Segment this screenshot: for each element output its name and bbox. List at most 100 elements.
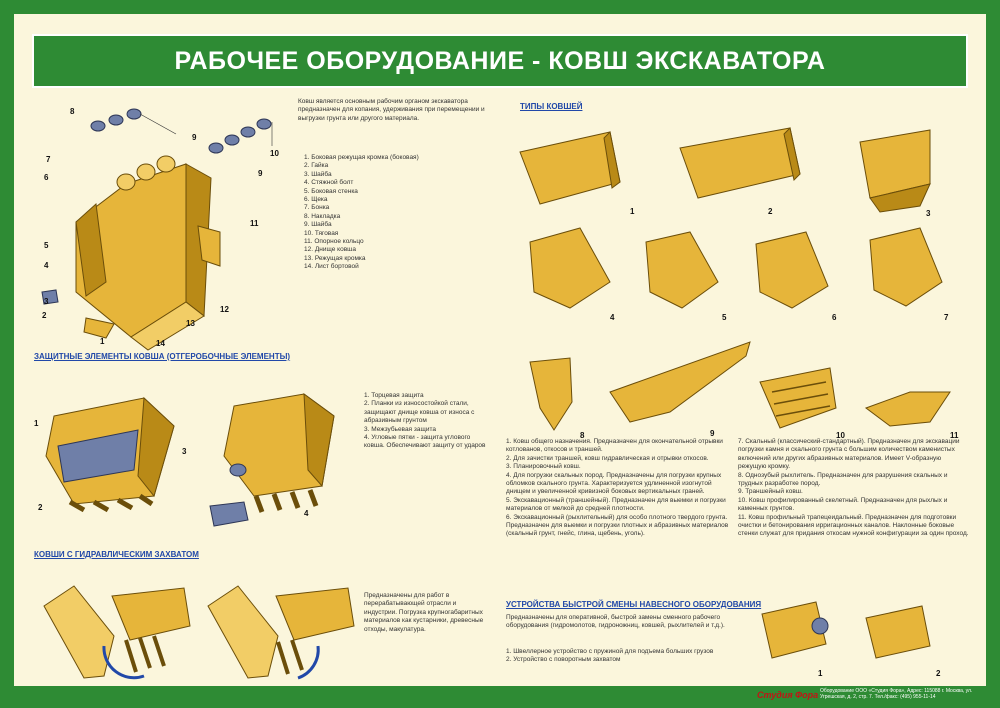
protect-list-item: 4. Угловые пятки - защита углового ковша… <box>364 434 486 450</box>
types-description-item: 8. Однозубый рыхлитель. Предназначен для… <box>738 471 948 488</box>
quick-heading: Устройства быстрой смены навесного обору… <box>506 600 762 609</box>
callout-4: 4 <box>44 261 49 270</box>
bucket-type-label-5: 5 <box>722 313 727 322</box>
bucket-type-label-10: 10 <box>836 431 845 440</box>
bucket-teeth-small <box>41 289 115 339</box>
bucket-type-11 <box>864 391 951 427</box>
footer-note: Оборудование ООО «Студия Фора», Адрес: 1… <box>820 688 973 700</box>
types-description-left: 1. Ковш общего назначения. Предназначен … <box>506 438 731 539</box>
parts-list-item: 5. Боковая стенка <box>304 187 358 195</box>
parts-list-item: 3. Шайба <box>304 170 332 178</box>
hydraulic-grab-illustration-1 <box>43 585 191 680</box>
bucket-type-1 <box>519 130 621 205</box>
types-description-item: 3. Планировочный ковш. <box>506 463 581 471</box>
callout-9b: 9 <box>258 169 263 178</box>
bucket-type-label-1: 1 <box>630 207 635 216</box>
pin-washers <box>90 108 273 154</box>
types-description-item: 1. Ковш общего назначения. Предназначен … <box>506 438 723 454</box>
bucket-type-8 <box>529 357 573 431</box>
page-title: РАБОЧЕЕ ОБОРУДОВАНИЕ - КОВШ ЭКСКАВАТОРА <box>174 46 826 75</box>
types-description-item: 7. Скальный (классический-стандартный). … <box>738 438 960 471</box>
quick-coupler-illustrations: 1 2 <box>761 601 941 678</box>
bucket-type-label-8: 8 <box>580 431 585 440</box>
parts-list-item: 6. Щека <box>304 196 328 204</box>
parts-list-item: 4. Стяжной болт <box>304 179 354 187</box>
title-bar: РАБОЧЕЕ ОБОРУДОВАНИЕ - КОВШ ЭКСКАВАТОРА <box>32 34 968 88</box>
bucket-type-label-4: 4 <box>610 313 615 322</box>
callout-13: 13 <box>186 319 195 328</box>
bucket-type-label-2: 2 <box>768 207 773 216</box>
callout-14: 14 <box>156 339 165 348</box>
bucket-type-label-11: 11 <box>950 431 959 440</box>
callout-5: 5 <box>44 241 49 250</box>
protect-list-item: 3. Межзубьевая защита <box>364 425 436 433</box>
protect-callout-3: 3 <box>182 447 187 456</box>
callout-8: 8 <box>70 107 75 116</box>
parts-list: 1. Боковая режущая кромка (боковая) 2. Г… <box>304 154 484 272</box>
parts-list-item: 1. Боковая режущая кромка (боковая) <box>304 154 419 161</box>
bucket-type-9 <box>609 341 751 423</box>
types-heading: Типы ковшей <box>520 102 583 111</box>
protect-callout-1: 1 <box>34 419 39 428</box>
bucket-type-2 <box>679 126 801 199</box>
bucket-body <box>75 155 221 351</box>
protect-bucket-illustration-1: 1 3 2 <box>34 396 187 513</box>
types-description-right: 7. Скальный (классический-стандартный). … <box>738 438 970 539</box>
callout-6: 6 <box>44 173 49 182</box>
quick-text: Предназначены для оперативной, быстрой з… <box>506 614 725 630</box>
hydraulic-grab-illustration-2 <box>207 585 355 680</box>
callout-2: 2 <box>42 311 47 320</box>
callout-7: 7 <box>46 155 51 164</box>
quick-callout-1: 1 <box>818 669 823 678</box>
callout-3: 3 <box>44 297 49 306</box>
types-description-item: 4. Для погрузки скальных пород. Предназн… <box>506 471 722 496</box>
protect-heading: Защитные элементы ковша (отгеробочные эл… <box>34 352 291 361</box>
callout-12: 12 <box>220 305 229 314</box>
bucket-exploded-view: 8 9 10 9 7 6 11 5 4 12 3 2 13 1 14 <box>41 107 279 351</box>
quick-callout-2: 2 <box>936 669 941 678</box>
quick-list-item: 2. Устройство с поворотным захватом <box>506 656 621 664</box>
footer: Студия Фора Оборудование ООО «Студия Фор… <box>0 686 1000 708</box>
protect-list-item: 1. Торцевая защита <box>364 392 424 399</box>
callout-1: 1 <box>100 337 105 346</box>
footer-brand: Студия Фора <box>757 690 819 700</box>
hydraulic-text: Предназначены для работ в перерабатывающ… <box>364 592 484 633</box>
types-description-item: 9. Траншейный ковш. <box>738 488 803 496</box>
types-description-item: 5. Экскавационный (траншейный). Предназн… <box>506 496 726 513</box>
bucket-type-3 <box>859 129 931 213</box>
parts-list-item: 10. Тяговая <box>304 229 339 237</box>
quick-list-item: 1. Швеллерное устройство с пружиной для … <box>506 648 714 655</box>
protect-list-item: 2. Планки из износостойкой стали, защища… <box>364 400 475 425</box>
protect-callout-4: 4 <box>304 509 309 518</box>
bucket-type-label-3: 3 <box>926 209 931 218</box>
parts-list-item: 9. Шайба <box>304 221 332 229</box>
bucket-type-4 <box>529 227 611 309</box>
bucket-type-label-6: 6 <box>832 313 837 322</box>
poster: РАБОЧЕЕ ОБОРУДОВАНИЕ - КОВШ ЭКСКАВАТОРА <box>14 14 986 686</box>
parts-list-item: 2. Гайка <box>304 162 329 170</box>
types-description-item: 10. Ковш профилированный скелетный. Пред… <box>738 496 948 513</box>
bucket-type-label-7: 7 <box>944 313 949 322</box>
bucket-type-label-9: 9 <box>710 429 715 438</box>
hydraulic-heading: Ковши с гидравлическим захватом <box>34 550 199 559</box>
quick-list: 1. Швеллерное устройство с пружиной для … <box>506 648 731 665</box>
types-description-item: 11. Ковш профильный трапецеидальный. Пре… <box>738 513 969 538</box>
bucket-type-10 <box>759 367 837 429</box>
protect-bucket-illustration-2: 4 <box>209 392 335 527</box>
parts-list-item: 11. Опорное кольцо <box>304 238 364 246</box>
callout-10: 10 <box>270 149 279 158</box>
callout-9a: 9 <box>192 133 197 142</box>
parts-list-item: 12. Днище ковша <box>304 246 356 254</box>
callout-11: 11 <box>250 219 259 228</box>
bucket-types-grid: 1 2 3 4 5 6 7 8 9 10 11 <box>519 126 959 440</box>
parts-list-item: 14. Лист бортовой <box>304 263 359 271</box>
protect-list: 1. Торцевая защита 2. Планки из износост… <box>364 392 489 451</box>
parts-list-item: 7. Бонка <box>304 204 330 212</box>
types-description-item: 2. Для зачистки траншей, ковш гидравличе… <box>506 454 709 462</box>
bucket-type-5 <box>645 231 719 309</box>
parts-list-item: 8. Накладка <box>304 212 341 220</box>
intro-text: Ковш является основным рабочим органом э… <box>298 98 485 122</box>
protect-callout-2: 2 <box>38 503 43 512</box>
parts-list-item: 13. Режущая кромка <box>304 254 366 262</box>
bucket-type-7 <box>869 227 943 307</box>
